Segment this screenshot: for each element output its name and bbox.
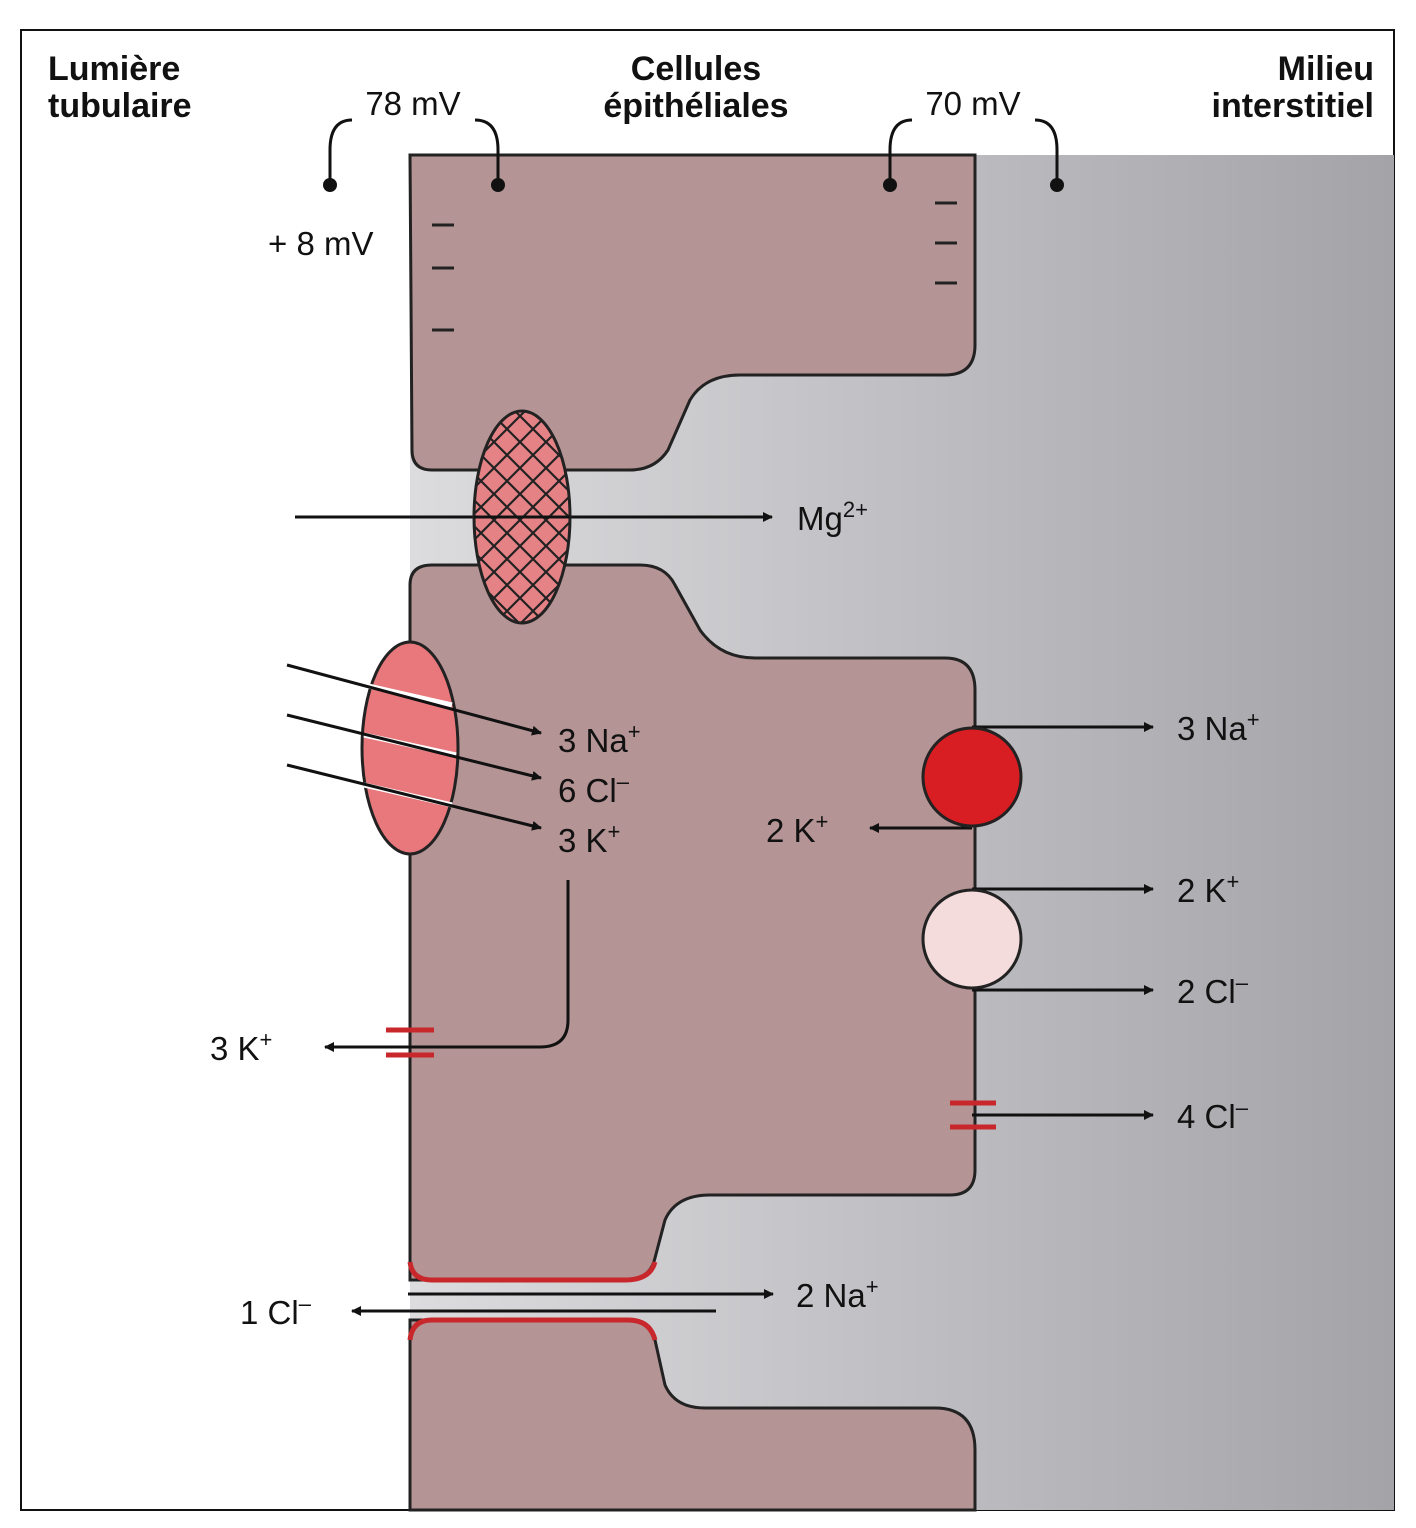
transepithelial-voltage: + 8 mV xyxy=(268,225,373,262)
nkcc2-cl-label: 6 Cl– xyxy=(558,769,630,809)
middle-epithelial-cell xyxy=(408,563,977,1282)
cells-header-line1: Cellules xyxy=(631,50,761,88)
tight-junction-lower xyxy=(407,1317,658,1341)
romk-channel xyxy=(386,1027,434,1058)
lumen-header-line1: Lumière xyxy=(48,50,180,88)
kcc-cl-label: 2 Cl– xyxy=(1177,970,1249,1010)
para-na-label: 2 Na+ xyxy=(796,1274,879,1314)
romk-k-label: 3 K+ xyxy=(210,1027,272,1067)
kcc-k-label: 2 K+ xyxy=(1177,869,1239,909)
para-cl-label: 1 Cl– xyxy=(240,1291,312,1331)
nkcc2-arrows xyxy=(286,663,542,831)
mg-label: Mg2+ xyxy=(797,497,868,537)
interstitium-header-line1: Milieu xyxy=(1278,50,1374,88)
apical-voltmeter xyxy=(323,118,505,192)
tight-junction-upper xyxy=(407,1261,658,1283)
na-k-atpase-pump xyxy=(921,726,1023,828)
basolateral-voltage: 70 mV xyxy=(925,85,1020,122)
basolateral-negative-charges xyxy=(935,201,957,285)
nkcc2-k-label: 3 K+ xyxy=(558,819,620,859)
interstitium-header-line2: interstitiel xyxy=(1212,87,1374,125)
upper-epithelial-cell xyxy=(408,153,977,472)
cells-header-line2: épithéliales xyxy=(603,87,788,125)
lumen-header-line2: tubulaire xyxy=(48,87,192,125)
nkcc2-na-label: 3 Na+ xyxy=(558,719,641,759)
nkcc2-cotransporter xyxy=(360,640,460,856)
clc-cl-label: 4 Cl– xyxy=(1177,1095,1249,1135)
kcc-cotransporter xyxy=(921,888,1023,990)
basolateral-voltmeter xyxy=(883,118,1064,192)
apical-voltage: 78 mV xyxy=(365,85,460,122)
apical-negative-charges xyxy=(432,223,454,332)
k-recycling-path xyxy=(324,880,570,1052)
pump-na-label: 3 Na+ xyxy=(1177,707,1260,747)
clc-channel xyxy=(950,1100,996,1130)
pump-k-label: 2 K+ xyxy=(766,809,828,849)
